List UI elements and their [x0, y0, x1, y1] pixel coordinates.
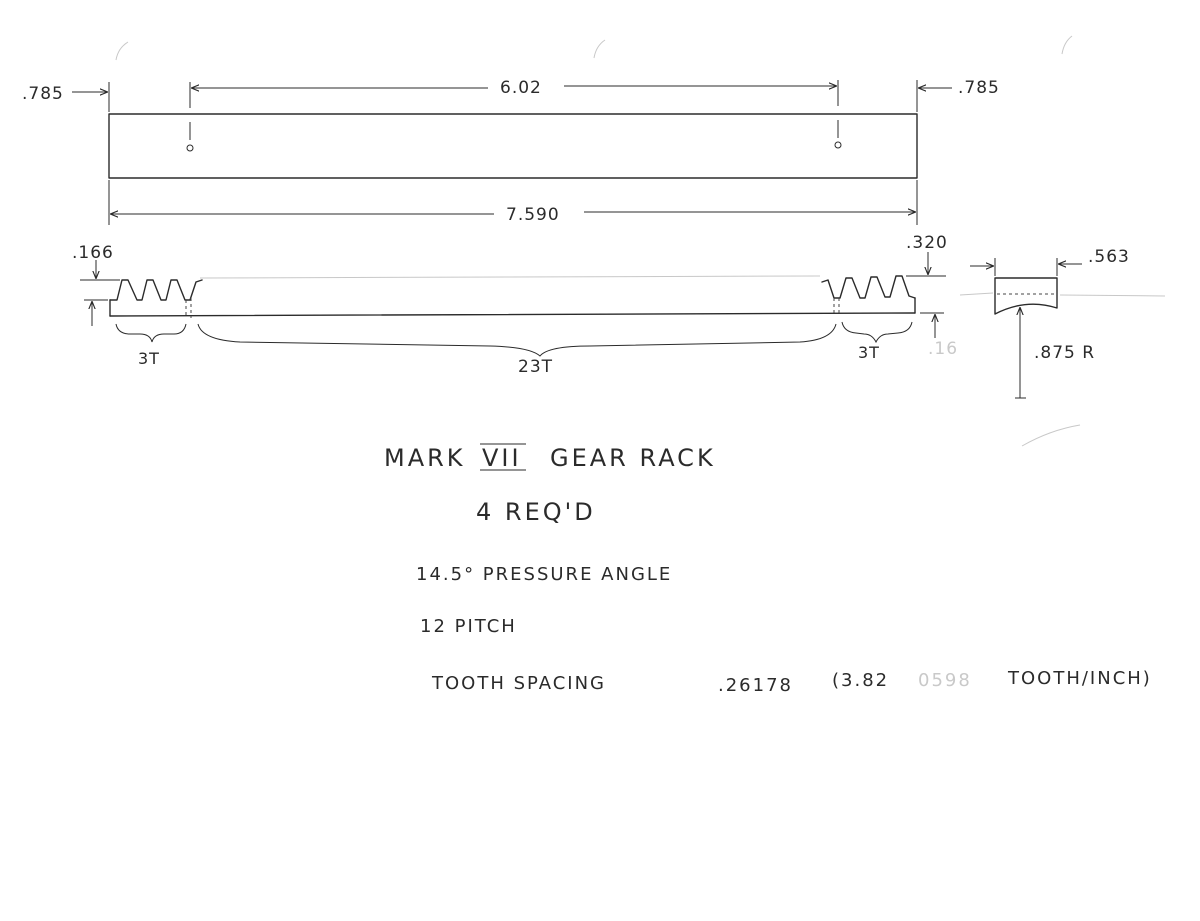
paper-marks: [115, 35, 1081, 447]
label-left-teeth: 3T: [138, 349, 160, 368]
brace-left: [115, 323, 187, 343]
top-view: .785 6.02 .785 7.590: [22, 78, 1000, 225]
label-middle-teeth: 23T: [518, 357, 553, 377]
title-prefix: MARK: [384, 444, 466, 472]
dim-hole-spacing: 6.02: [500, 78, 542, 98]
left-teeth: [109, 279, 203, 301]
label-right-teeth: 3T: [858, 343, 880, 362]
side-view: .166 .320 .16 3T 23T 3T: [72, 233, 958, 377]
tooth-per-inch-open: (3.82: [832, 670, 889, 691]
quantity-note: 4 REQ'D: [476, 498, 596, 526]
rack-top-outline: [108, 113, 918, 179]
dim-end-radius: .875 R: [1034, 343, 1095, 363]
dim-overall-length: 7.590: [506, 205, 560, 225]
tooth-per-inch-close: TOOTH/INCH): [1007, 668, 1152, 689]
spacing-label: TOOTH SPACING: [431, 673, 606, 694]
end-view: .563 .875 R: [959, 247, 1166, 399]
dim-tooth-height: .166: [72, 243, 114, 263]
pressure-angle-note: 14.5° PRESSURE ANGLE: [416, 564, 672, 585]
svg-text:.16: .16: [928, 339, 958, 359]
notes: MARK VII GEAR RACK 4 REQ'D 14.5° PRESSUR…: [384, 443, 1152, 696]
dim-right-offset: .785: [958, 78, 1000, 98]
mounting-hole-right: [834, 141, 842, 149]
dim-left-offset: .785: [22, 84, 64, 104]
pitch-note: 12 PITCH: [420, 616, 517, 637]
title-suffix: GEAR RACK: [550, 444, 716, 472]
dim-end-width: .563: [1088, 247, 1130, 267]
mounting-hole-left: [186, 144, 194, 152]
tooth-per-inch-faint: 0598: [918, 670, 972, 691]
end-view-outline: [994, 277, 1058, 315]
dim-rack-height: .320: [906, 233, 948, 253]
brace-right: [841, 321, 913, 344]
title-numeral: VII: [482, 444, 522, 472]
spacing-value: .26178: [718, 675, 793, 696]
right-teeth: [821, 275, 916, 299]
brace-middle: [197, 323, 837, 357]
